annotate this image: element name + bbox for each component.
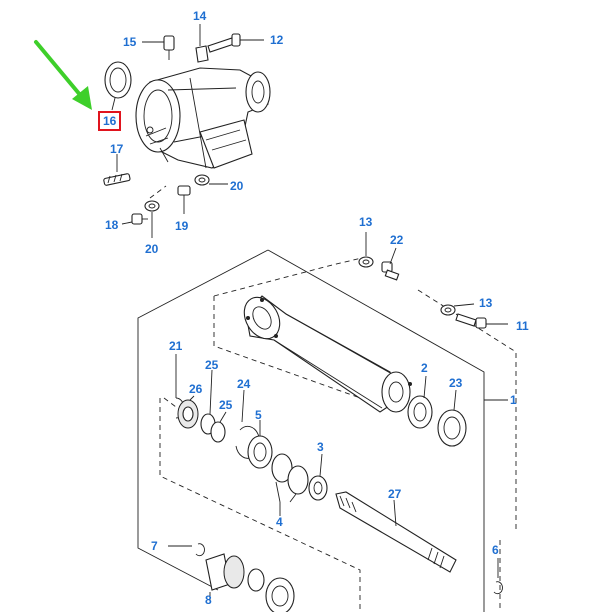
stud-17[interactable] — [103, 154, 131, 186]
callout-1[interactable]: 1 — [510, 393, 517, 407]
callout-25-lower[interactable]: 25 — [219, 398, 233, 412]
callout-4[interactable]: 4 — [276, 515, 283, 529]
callout-24[interactable]: 24 — [237, 377, 251, 391]
callout-26[interactable]: 26 — [189, 382, 203, 396]
washer-20-lower[interactable] — [144, 185, 167, 238]
callout-2[interactable]: 2 — [421, 361, 428, 375]
spacer-3[interactable] — [308, 453, 328, 501]
shim-4[interactable] — [271, 453, 309, 516]
bracket-14[interactable] — [195, 24, 209, 63]
callout-17[interactable]: 17 — [110, 142, 124, 156]
callout-16-highlighted[interactable]: 16 — [98, 111, 122, 131]
callout-23[interactable]: 23 — [449, 376, 463, 390]
callout-20-lower[interactable]: 20 — [145, 242, 159, 256]
callout-3[interactable]: 3 — [317, 440, 324, 454]
bolt-19[interactable] — [177, 185, 191, 214]
callout-6[interactable]: 6 — [492, 543, 499, 557]
lower-bearings[interactable] — [247, 568, 295, 612]
washer-13-upper[interactable] — [358, 232, 374, 268]
ring-25-b[interactable] — [210, 411, 227, 443]
bearing-5[interactable] — [247, 420, 273, 469]
bolt-22[interactable] — [381, 247, 400, 281]
bolt-15[interactable] — [142, 35, 175, 60]
pinion-8[interactable] — [205, 553, 245, 600]
callout-15[interactable]: 15 — [123, 35, 137, 49]
axle-tube-1[interactable] — [237, 291, 412, 413]
callout-7[interactable]: 7 — [151, 539, 158, 553]
bolt-11[interactable] — [455, 313, 508, 329]
differential-housing[interactable] — [135, 67, 271, 169]
callout-13-upper[interactable]: 13 — [359, 215, 373, 229]
callout-19[interactable]: 19 — [175, 219, 189, 233]
callout-25-upper[interactable]: 25 — [205, 358, 219, 372]
clip-7[interactable] — [168, 543, 205, 557]
callout-18[interactable]: 18 — [105, 218, 119, 232]
clip-6[interactable] — [493, 558, 503, 595]
callout-22[interactable]: 22 — [390, 233, 404, 247]
callout-5[interactable]: 5 — [255, 408, 262, 422]
callout-13-lower[interactable]: 13 — [479, 296, 493, 310]
callout-12[interactable]: 12 — [270, 33, 284, 47]
highlight-arrow — [34, 40, 92, 110]
bearing-2[interactable] — [407, 375, 433, 429]
callout-20-upper[interactable]: 20 — [230, 179, 244, 193]
callout-27[interactable]: 27 — [388, 487, 402, 501]
washer-20-upper[interactable] — [194, 174, 228, 186]
gear-26[interactable] — [177, 395, 199, 429]
bolt-18[interactable] — [121, 213, 148, 225]
seal-23[interactable] — [437, 389, 467, 447]
callout-14[interactable]: 14 — [193, 9, 207, 23]
washer-13-lower[interactable] — [440, 303, 475, 316]
bolt-12[interactable] — [207, 33, 264, 53]
seal-16[interactable] — [104, 61, 132, 111]
callout-8[interactable]: 8 — [205, 593, 212, 607]
callout-21[interactable]: 21 — [169, 339, 183, 353]
callout-11[interactable]: 11 — [516, 319, 529, 333]
half-shaft-27[interactable] — [335, 491, 457, 573]
